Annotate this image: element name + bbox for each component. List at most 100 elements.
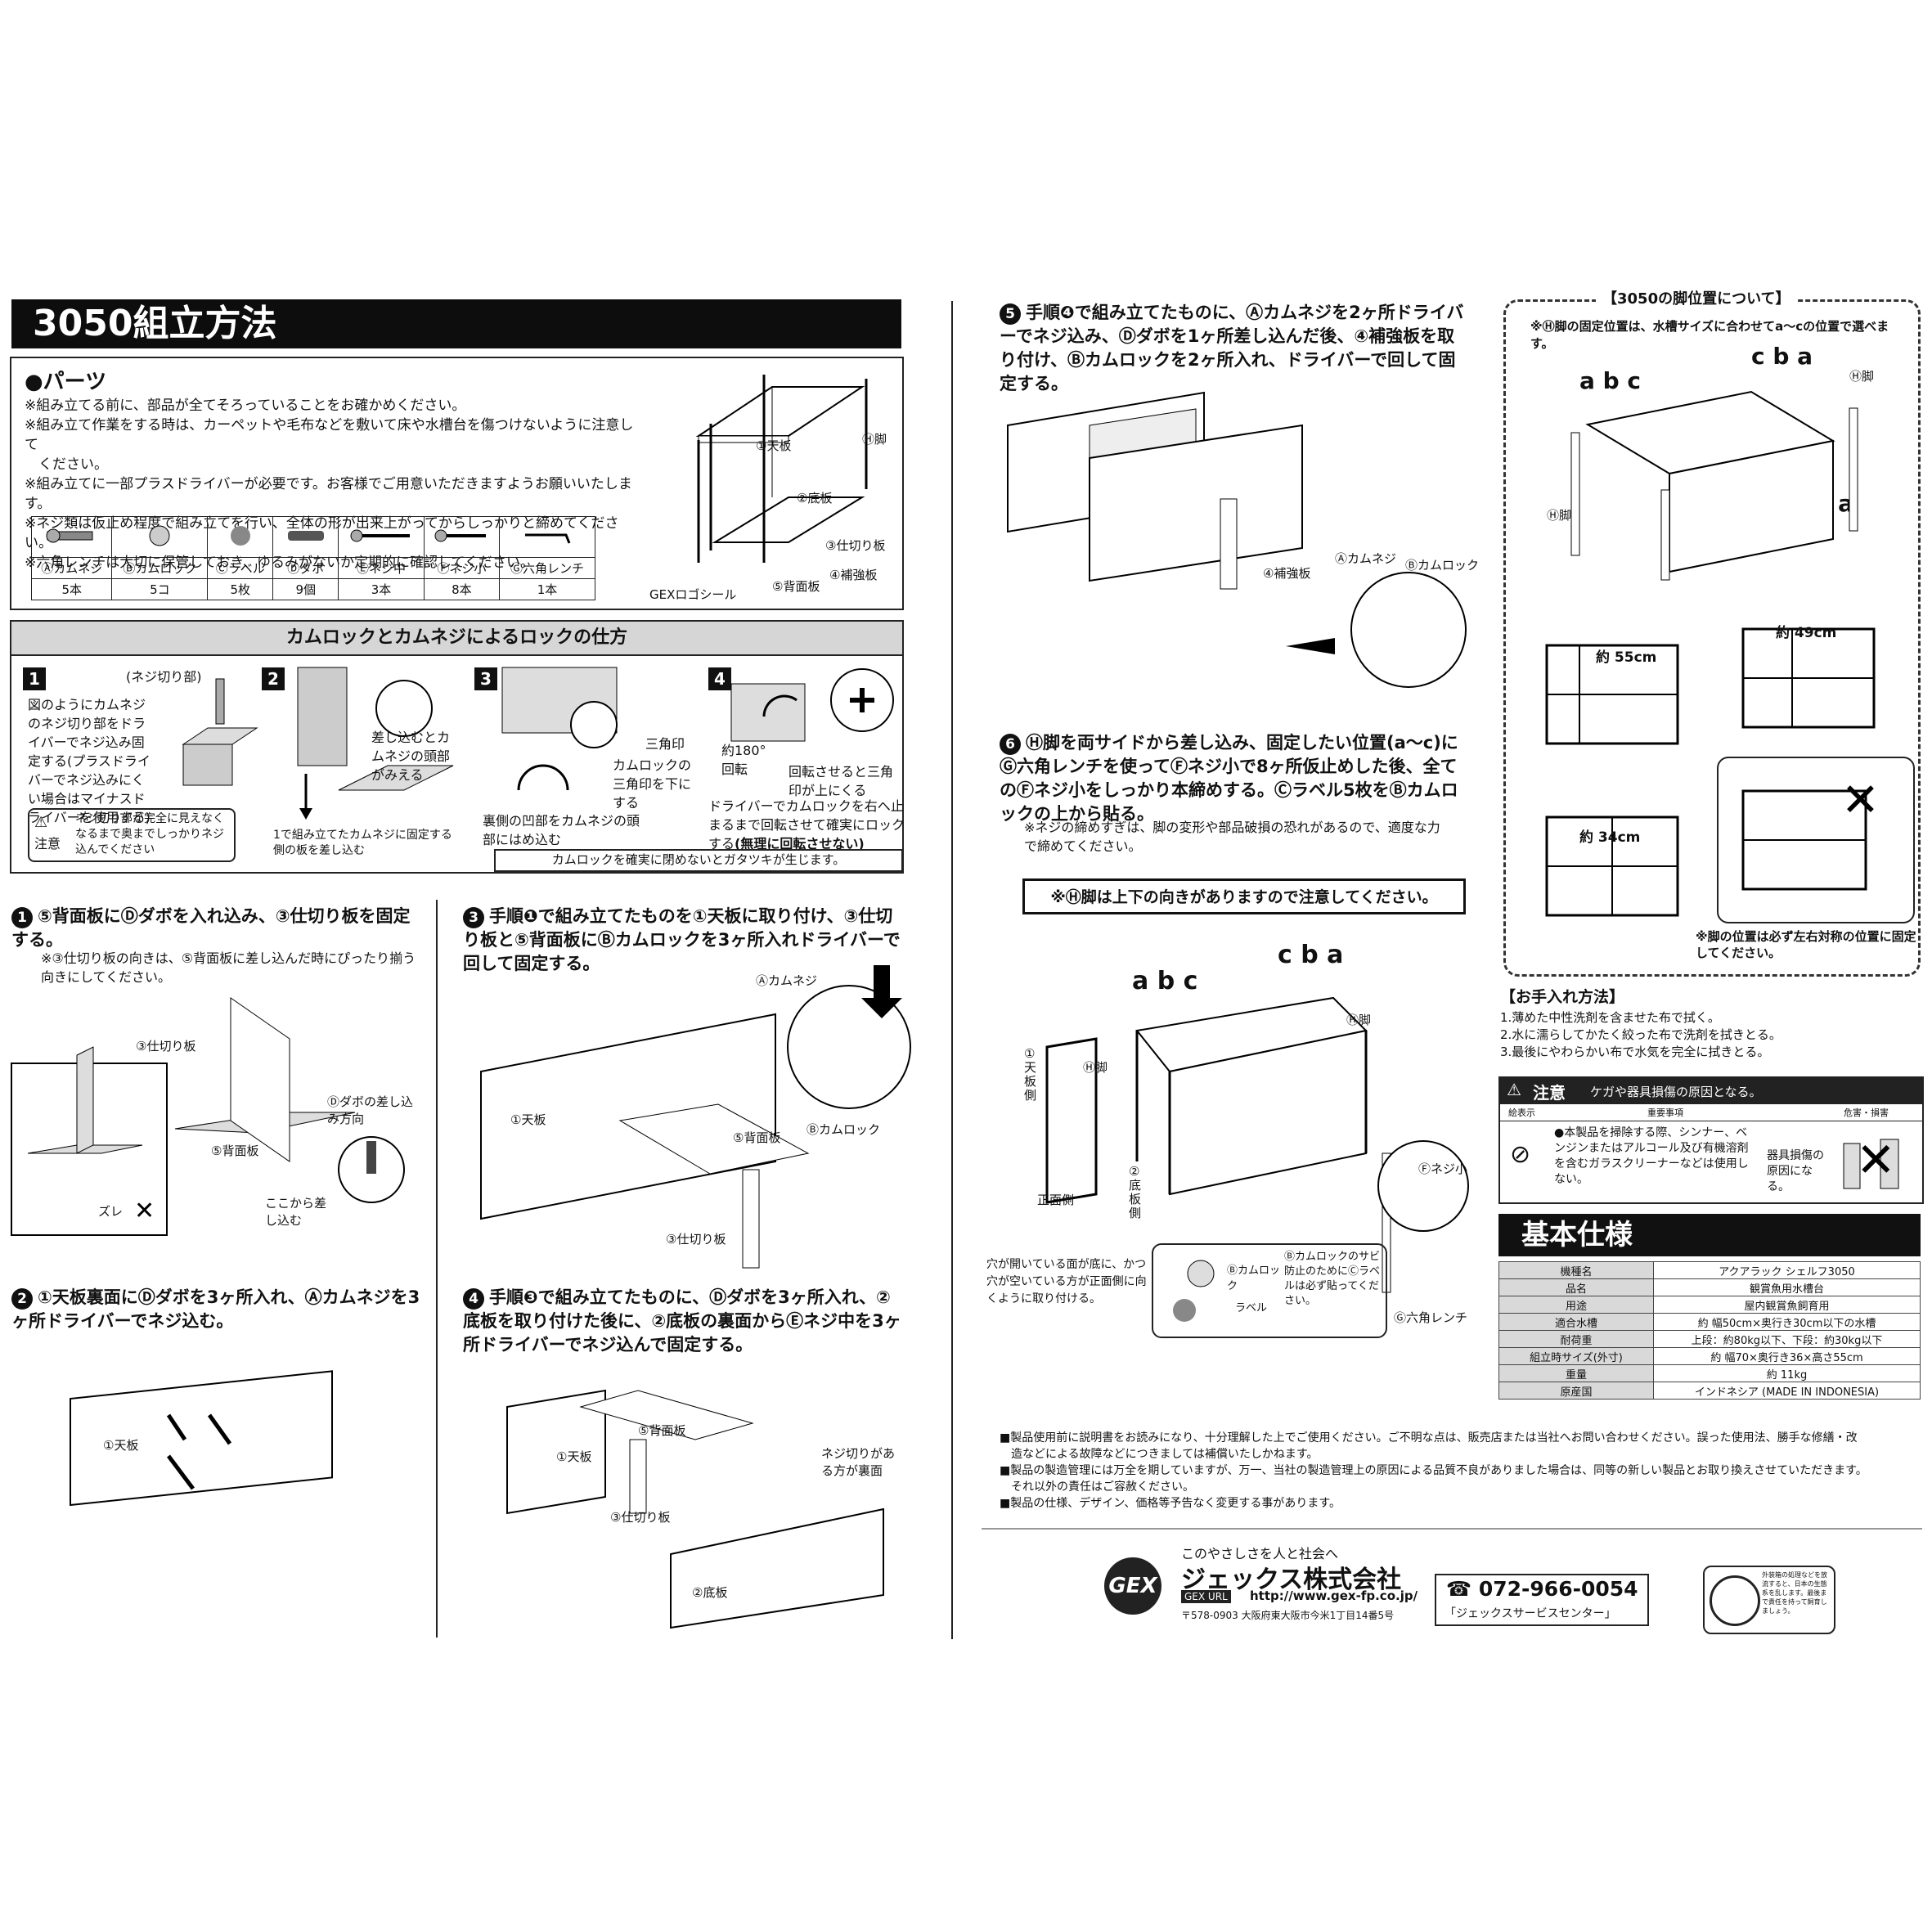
spec-value: アクアラック シェルフ3050 bbox=[1653, 1261, 1921, 1279]
lock-step-3-text1: カムロックの三角印を下にする bbox=[613, 757, 692, 811]
step-6-text: Ⓗ脚を両サイドから差し込み、固定したい位置(a〜c)にⒼ六角レンチを使ってⒻネジ… bbox=[1000, 733, 1458, 824]
step-number: 3 bbox=[463, 907, 484, 928]
eco-text: 外装箱の処理などを放流すると、日本の生態系を乱します。最後まで責任を持って飼育し… bbox=[1762, 1571, 1827, 1615]
label-leg: Ⓗ脚 bbox=[1849, 369, 1875, 384]
service-center: 「ジェックスサービスセンター」 bbox=[1445, 1607, 1616, 1620]
care-heading: 【お手入れ方法】 bbox=[1500, 988, 1625, 1006]
label-screw-small: Ⓕネジ小 bbox=[1418, 1161, 1468, 1176]
note-line: ください。 bbox=[25, 456, 108, 473]
company-name: ジェックス株式会社 bbox=[1181, 1566, 1402, 1594]
label-cam-screw: Ⓐカムネジ bbox=[756, 973, 818, 988]
triangle-mark-label: 三角印 bbox=[645, 736, 685, 752]
part-icon-hex-wrench bbox=[499, 516, 595, 558]
caution-box: 注意 ⚠ ネジ切り部が完全に見えなくなるまで奥までしっかりネジ込んでください bbox=[28, 808, 236, 862]
label-hole-orientation: 穴が開いている面が底に、かつ穴が空いている方が正面側に向くように取り付ける。 bbox=[986, 1258, 1147, 1305]
step-3-diagram bbox=[480, 965, 911, 1269]
step-number: 3 bbox=[474, 667, 497, 690]
part-icon-screw-mid bbox=[338, 516, 425, 558]
step-3-text: 手順❶で組み立てたものを①天板に取り付け、③仕切り板と⑤背面板にⒷカムロックを3… bbox=[463, 906, 901, 973]
step-5-diagram bbox=[1007, 391, 1467, 688]
step-number: 2 bbox=[262, 667, 285, 690]
lock-step-4-text2a: ドライバーでカムロックを右へ止まるまで回転させて確実にロックする bbox=[708, 798, 905, 851]
care-list: 1.薄めた中性洗剤を含ませた布で拭く。 2.水に濡らしてかたく絞った布で洗剤を拭… bbox=[1500, 1009, 1925, 1061]
shelf-49-diagram bbox=[1741, 627, 1876, 729]
shelf-diagram bbox=[695, 375, 868, 563]
disclaimer-line: ■製品使用前に説明書をお読みになり、十分理解した上でご使用ください。ご不明な点は… bbox=[1000, 1431, 1858, 1445]
label-front-side: 正面側 bbox=[1037, 1193, 1075, 1207]
leg-position-note: ※Ⓗ脚の固定位置は、水槽サイズに合わせてa〜cの位置で選べます。 bbox=[1530, 319, 1889, 351]
step-number: 5 bbox=[1000, 303, 1021, 325]
lock-step-1-text: 図のようにカムネジのネジ切り部をドライバーでネジ込み固定する(プラスドライバーで… bbox=[28, 697, 151, 825]
label-top-side: ①天板側 bbox=[1024, 1046, 1037, 1103]
care-caution-header: ⚠ 注意 ケガや器具損傷の原因となる。 bbox=[1500, 1078, 1922, 1104]
spec-table: 機種名アクアラック シェルフ3050 品名観賞魚用水槽台 用途屋内観賞魚飼育用 … bbox=[1498, 1261, 1921, 1400]
lock-heading: カムロックとカムネジによるロックの仕方 bbox=[10, 620, 904, 656]
label-thread-back: ネジ切りがある方が裏面 bbox=[821, 1446, 896, 1478]
part-name: Ⓔネジ中 bbox=[338, 557, 425, 579]
screw-thread-label: (ネジ切り部) bbox=[126, 669, 202, 685]
leg-position-panel: 【3050の脚位置について】 ※Ⓗ脚の固定位置は、水槽サイズに合わせてa〜cの位… bbox=[1503, 287, 1921, 977]
label-top-board: ①天板 bbox=[510, 1112, 546, 1127]
lock-step-4-text2b: (無理に回転させない) bbox=[735, 836, 865, 851]
warning-icon: ⚠ bbox=[34, 814, 48, 831]
part-icon-cam-screw bbox=[30, 516, 113, 558]
label-insert-here: ここから差し込む bbox=[265, 1196, 327, 1228]
label-partition: ③仕切り板 bbox=[610, 1510, 671, 1525]
label-rust-note: Ⓑカムロックのサビ防止のためにⒸラベルは必ず貼ってください。 bbox=[1284, 1251, 1381, 1307]
part-icon-dowel bbox=[272, 516, 339, 558]
label-cam-lock: Ⓑカムロック bbox=[1405, 558, 1480, 573]
spec-key: 重量 bbox=[1498, 1364, 1654, 1382]
spec-key: 機種名 bbox=[1498, 1261, 1654, 1279]
part-icon-label bbox=[207, 516, 274, 558]
lock-box: カムロックとカムネジによるロックの仕方 1 (ネジ切り部) 図のようにカムネジの… bbox=[10, 620, 905, 874]
phone-box: ☎ 072-966-0054 「ジェックスサービスセンター」 bbox=[1435, 1574, 1649, 1626]
part-name: Ⓐカムネジ bbox=[30, 557, 113, 579]
company-address: 〒578-0903 大阪府東大阪市今米1丁目14番5号 bbox=[1181, 1610, 1395, 1621]
label-back-board: ⑤背面板 bbox=[772, 579, 820, 594]
company-url[interactable]: http://www.gex-fp.co.jp/ bbox=[1250, 1588, 1418, 1603]
step-number: 6 bbox=[1000, 734, 1021, 755]
gex-logo: GEX bbox=[1104, 1557, 1161, 1615]
step-4-diagram bbox=[506, 1389, 884, 1629]
note-line: ※組み立てる前に、部品が全てそろっていることをお確かめください。 bbox=[25, 398, 466, 414]
label-sticker: ラベル bbox=[1235, 1302, 1268, 1314]
step-6-diagram bbox=[1045, 996, 1469, 1293]
label-detail-box: Ⓑカムロック ラベル Ⓑカムロックのサビ防止のためにⒸラベルは必ず貼ってください… bbox=[1152, 1243, 1387, 1338]
label-partition: ③仕切り板 bbox=[136, 1039, 196, 1054]
url-label: GEX URL bbox=[1181, 1590, 1231, 1603]
label-leg: Ⓗ脚 bbox=[862, 432, 887, 447]
step-number: 4 bbox=[463, 1288, 484, 1310]
part-name: Ⓒラベル bbox=[207, 557, 274, 579]
spec-heading: 基本仕様 bbox=[1498, 1214, 1921, 1256]
spec-value: インドネシア (MADE IN INDONESIA) bbox=[1653, 1382, 1921, 1400]
disclaimer-line: それ以外の責任はご容赦ください。 bbox=[1000, 1480, 1194, 1494]
label-dowel-direction: Ⓓダボの差し込み方向 bbox=[327, 1094, 414, 1126]
label-cam-lock: Ⓑカムロック bbox=[806, 1122, 881, 1137]
part-qty: 1本 bbox=[499, 578, 595, 600]
label-top-board: ①天板 bbox=[556, 1449, 592, 1464]
page-title: 3050組立方法 bbox=[11, 299, 901, 348]
disclaimer: ■製品使用前に説明書をお読みになり、十分理解した上でご使用ください。ご不明な点は… bbox=[1000, 1430, 1924, 1512]
disclaimer-line: ■製品の製造管理には万全を期していますが、万一、当社の製造管理上の原因による品質… bbox=[1000, 1464, 1867, 1477]
step-6-note: ※ネジの締めすぎは、脚の変形や部品破損の恐れがあるので、適度な力で締めてください… bbox=[1024, 820, 1440, 854]
step-4-text: 手順❸で組み立てたものに、Ⓓダボを3ヶ所入れ、②底板を取り付けた後に、②底板の裏… bbox=[463, 1287, 901, 1355]
step-number: 1 bbox=[11, 907, 33, 928]
label-bottom-side: ②底板側 bbox=[1129, 1164, 1142, 1220]
letters-abc: a b c bbox=[1579, 367, 1642, 394]
step-number: 4 bbox=[708, 667, 731, 690]
step-5-text: 手順❹で組み立てたものに、Ⓐカムネジを2ヶ所ドライバーでネジ込み、Ⓓダボを1ヶ所… bbox=[1000, 303, 1464, 393]
caution-sub: ケガや器具損傷の原因となる。 bbox=[1590, 1085, 1762, 1099]
label-back-board: ⑤背面板 bbox=[638, 1423, 686, 1438]
disclaimer-line: ■製品の仕様、デザイン、価格等予告なく変更する事があります。 bbox=[1000, 1497, 1341, 1510]
leg-position-diagram bbox=[1570, 390, 1858, 581]
part-qty: 3本 bbox=[338, 578, 425, 600]
col-header: 重要事項 bbox=[1647, 1108, 1683, 1118]
cam-lock-mark-diagram bbox=[501, 667, 618, 791]
leg-position-footer: ※脚の位置は必ず左右対称の位置に固定してください。 bbox=[1696, 929, 1916, 960]
label-leg: Ⓗ脚 bbox=[1547, 508, 1572, 523]
label-bottom-board: ②底板 bbox=[797, 491, 833, 505]
leg-position-heading: 【3050の脚位置について】 bbox=[1596, 287, 1797, 308]
no-release-icon bbox=[1710, 1575, 1760, 1626]
svg-text:✕: ✕ bbox=[1856, 1132, 1896, 1188]
